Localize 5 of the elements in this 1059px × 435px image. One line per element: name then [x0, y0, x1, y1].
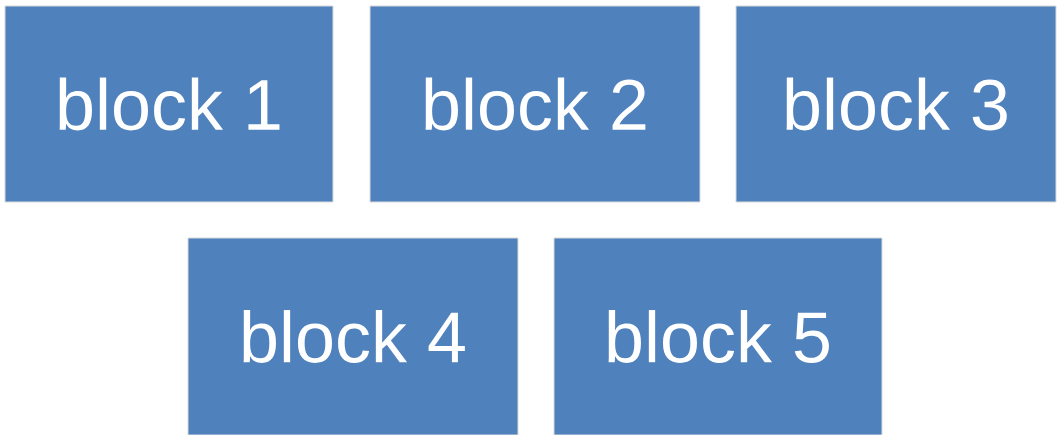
process-box: block 2	[369, 5, 701, 203]
process-box: block 4	[187, 237, 519, 435]
process-box: block 3	[735, 5, 1057, 203]
process-box: block 5	[553, 237, 883, 435]
process-box: block 1	[4, 5, 334, 203]
